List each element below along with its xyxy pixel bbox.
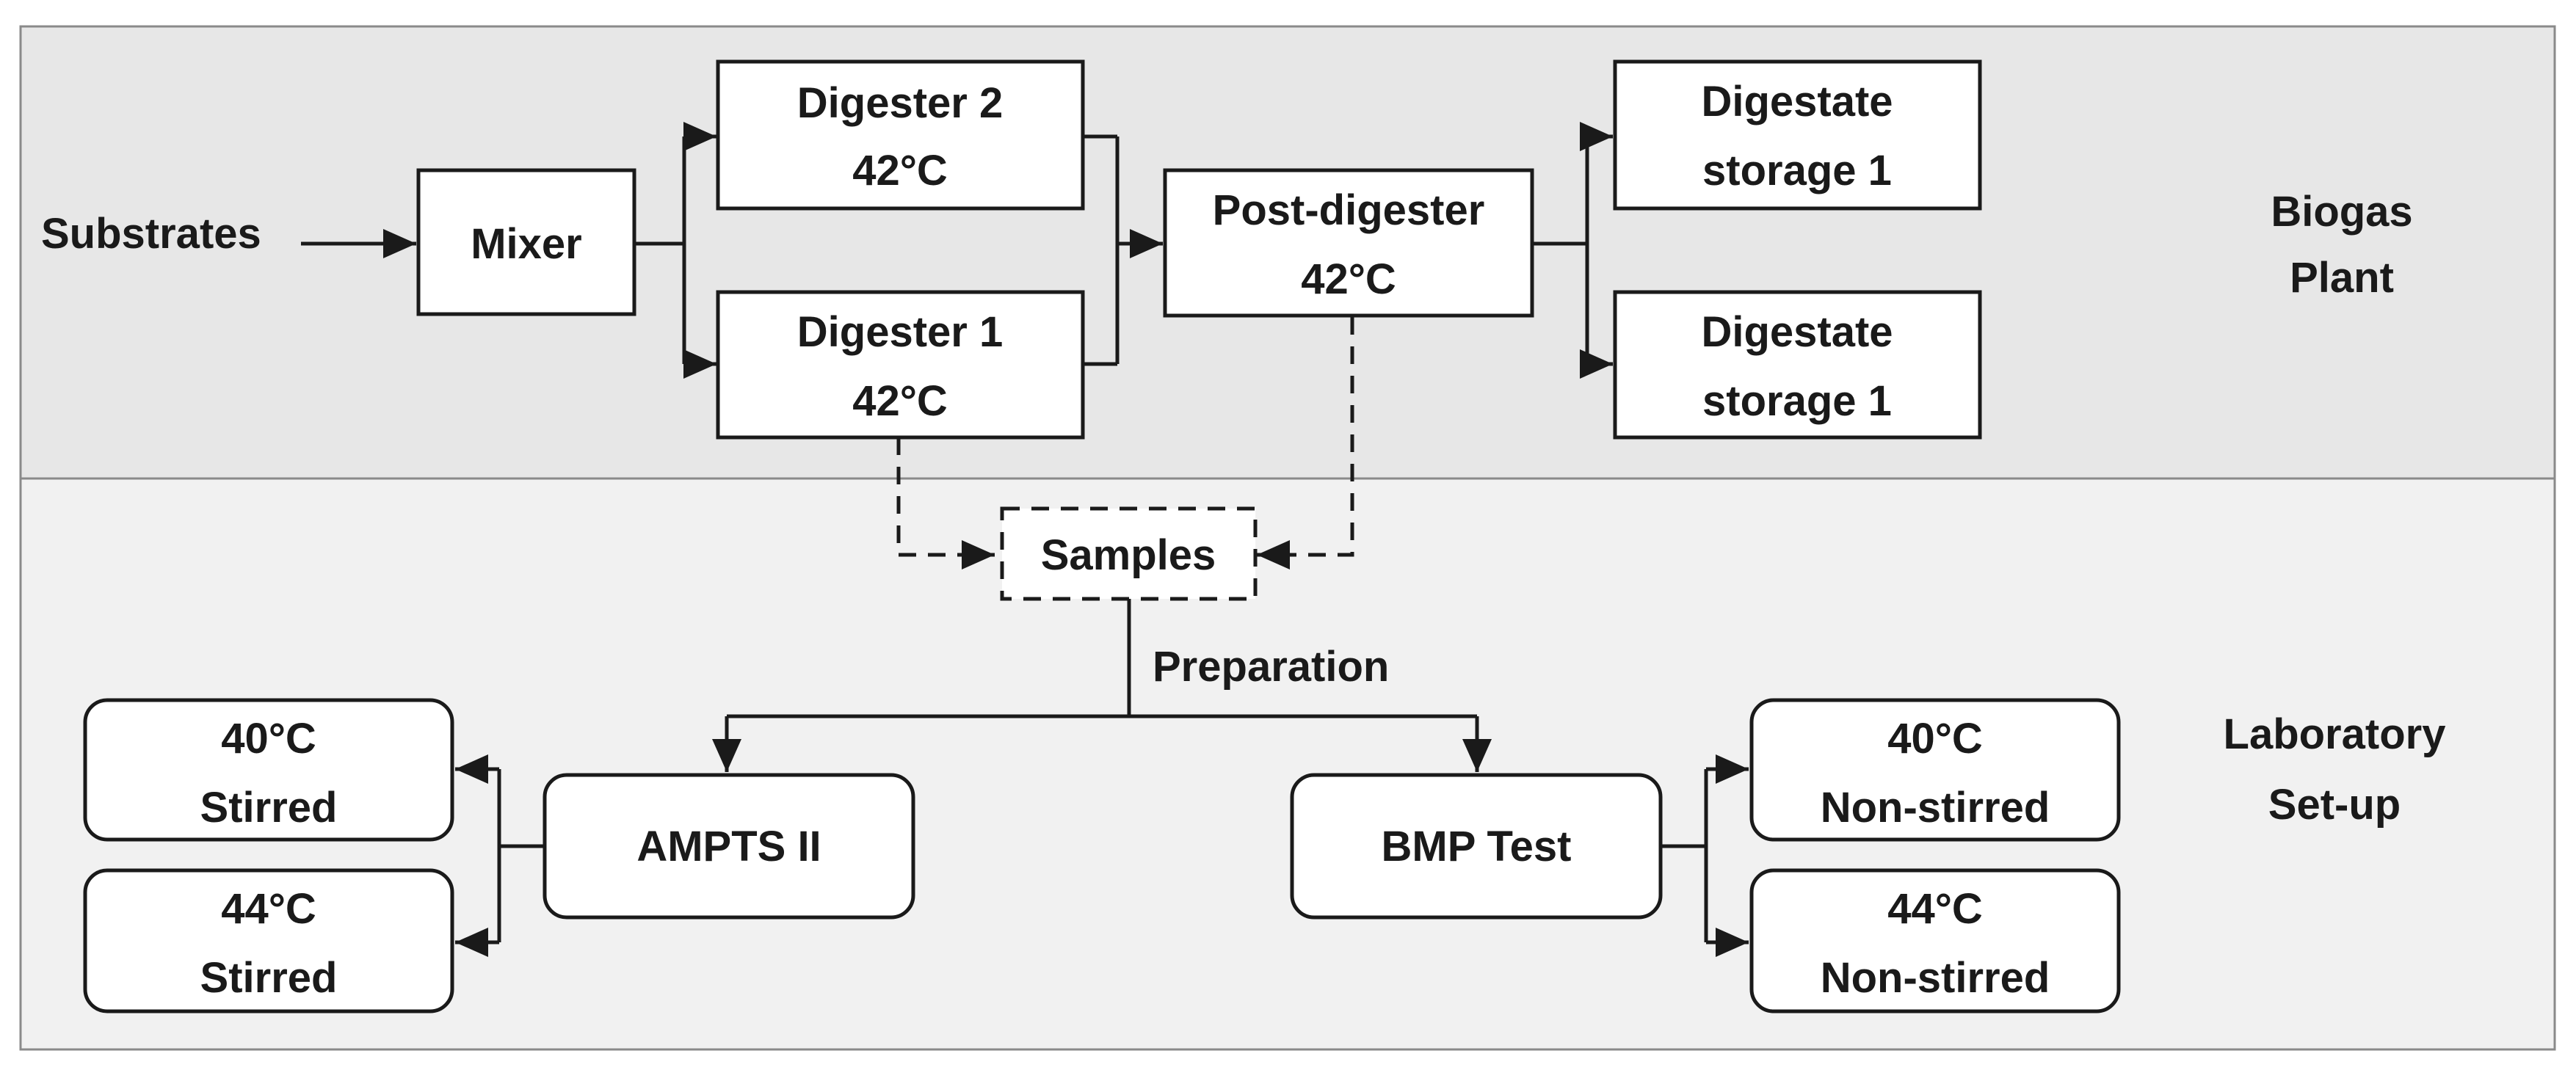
digestate-storage-a-box <box>1613 59 1982 211</box>
bmp-44-nonstirred-box <box>1749 868 2121 1013</box>
post-digester-to-storage-connector <box>1532 137 1589 364</box>
digester1-to-samples-dashed <box>896 437 995 569</box>
ampts-44-stirred-box <box>83 868 454 1013</box>
samples-to-preparation-connector <box>727 599 1477 718</box>
bmp-40-nonstirred-box <box>1749 698 2121 842</box>
digestate-storage-a-label: Digestate <box>1701 78 1893 125</box>
digester2-label: Digester 2 <box>797 79 1003 127</box>
laboratory-label-line1: Laboratory <box>2224 710 2446 758</box>
bmp-40-temp: 40°C <box>1887 715 1983 763</box>
ampts-40-mode: Stirred <box>200 784 338 831</box>
digester2-temp: 42°C <box>852 147 948 194</box>
digestate-storage-b-number: storage 1 <box>1702 377 1892 425</box>
biogas-plant-label-line2: Plant <box>2290 254 2394 302</box>
samples-label: Samples <box>1041 531 1216 579</box>
digestate-storage-b-box <box>1613 290 1982 440</box>
digester1-temp: 42°C <box>852 377 948 425</box>
preparation-label: Preparation <box>1153 643 1389 691</box>
bmp-branch-connector <box>1661 769 1708 942</box>
substrates-label: Substrates <box>41 210 261 258</box>
post-digester-box <box>1163 168 1534 318</box>
bmp-test-label: BMP Test <box>1382 823 1572 870</box>
ampts-branch-connector <box>497 769 543 942</box>
bmp-40-mode: Non-stirred <box>1821 784 2050 831</box>
post-digester-temp: 42°C <box>1301 255 1396 303</box>
samples-box <box>1000 506 1258 601</box>
ampts-44-mode: Stirred <box>200 954 338 1002</box>
mixer-to-digesters-connector <box>634 137 686 364</box>
ampts-40-temp: 40°C <box>221 715 316 763</box>
ampts-44-temp: 44°C <box>221 885 316 933</box>
post-digester-to-samples-dashed <box>1257 317 1354 569</box>
bmp-44-mode: Non-stirred <box>1821 954 2050 1002</box>
digester1-label: Digester 1 <box>797 308 1003 356</box>
ampts-label: AMPTS II <box>636 823 821 870</box>
mixer-box <box>416 168 636 316</box>
ampts-box <box>543 773 915 920</box>
digestate-storage-b-label: Digestate <box>1701 308 1893 356</box>
digestate-storage-a-number: storage 1 <box>1702 147 1892 194</box>
bmp-44-temp: 44°C <box>1887 885 1983 933</box>
biogas-plant-label-line1: Biogas <box>2271 188 2412 236</box>
digester1-box <box>716 290 1085 440</box>
ampts-40-stirred-box <box>83 698 454 842</box>
digesters-merge-connector <box>1083 134 1120 366</box>
digester2-box <box>716 59 1085 211</box>
post-digester-label: Post-digester <box>1213 186 1485 234</box>
mixer-label: Mixer <box>471 220 582 268</box>
laboratory-label-line2: Set-up <box>2268 781 2401 829</box>
bmp-test-box <box>1290 773 1663 920</box>
